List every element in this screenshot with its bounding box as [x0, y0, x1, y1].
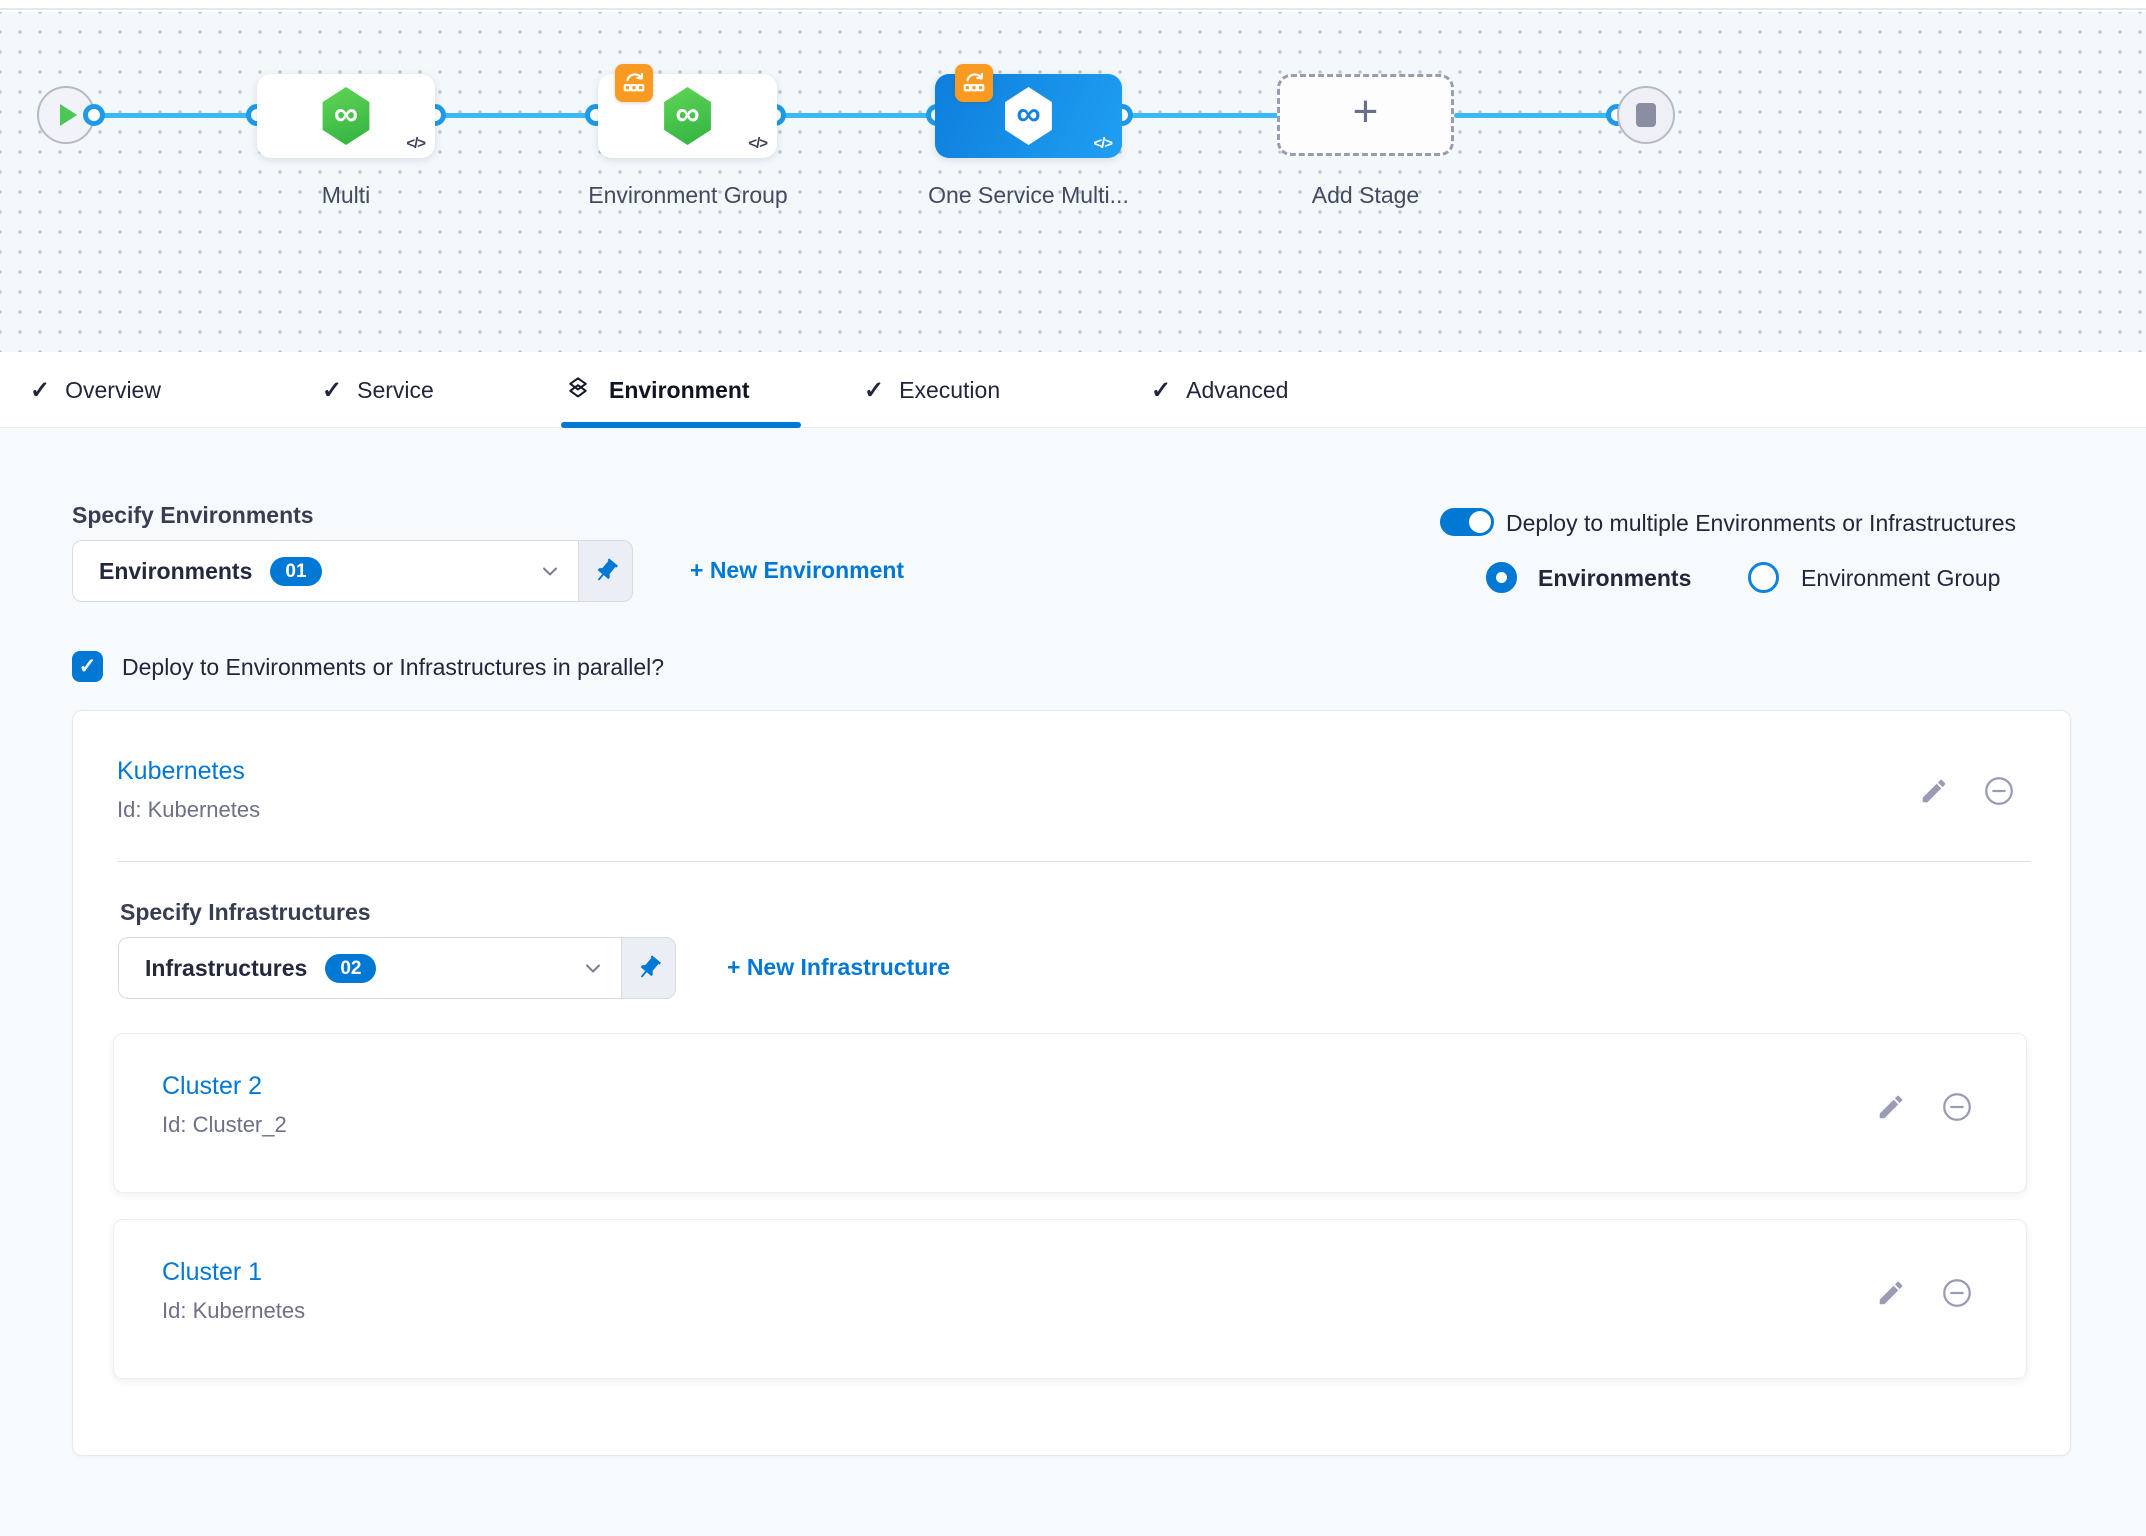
pipeline-connector — [1122, 113, 1283, 118]
card-divider — [117, 861, 2031, 862]
remove-infrastructure-button[interactable] — [1939, 1089, 1975, 1125]
tab-label: Overview — [65, 376, 161, 403]
rolling-deployment-icon — [955, 64, 993, 102]
new-infrastructure-link[interactable]: + New Infrastructure — [727, 954, 951, 980]
active-tab-underline — [561, 422, 801, 428]
minus-circle-icon — [1985, 777, 2013, 805]
specify-infrastructures-label: Specify Infrastructures — [120, 899, 371, 925]
infrastructures-select[interactable]: Infrastructures 02 — [118, 937, 621, 999]
infinity-glyph: ∞ — [675, 95, 700, 133]
minus-circle-icon — [1943, 1279, 1971, 1307]
pipeline-canvas[interactable]: ∞ </> ∞ </> ∞ </> — [0, 12, 2146, 352]
radio-environments[interactable] — [1486, 562, 1517, 593]
check-icon: ✓ — [30, 376, 51, 404]
deploy-multiple-toggle[interactable] — [1440, 508, 1494, 536]
chevron-down-icon — [538, 559, 562, 583]
infinity-glyph: ∞ — [333, 95, 359, 133]
code-icon: </> — [406, 135, 426, 152]
edit-infrastructure-button[interactable] — [1873, 1275, 1909, 1311]
pencil-icon — [1879, 1281, 1903, 1305]
connector-port[interactable] — [83, 104, 105, 126]
pipeline-connector — [94, 113, 257, 118]
pipeline-connector — [775, 113, 937, 118]
count-badge: 02 — [325, 953, 377, 983]
play-icon — [60, 104, 77, 126]
pin-button[interactable] — [578, 540, 633, 602]
new-environment-link[interactable]: + New Environment — [690, 557, 905, 583]
add-stage-button[interactable]: + — [1277, 74, 1454, 156]
remove-infrastructure-button[interactable] — [1939, 1275, 1975, 1311]
tab-environment[interactable]: Environment — [562, 352, 750, 428]
check-icon: ✓ — [1151, 376, 1172, 404]
environment-id-text: Id: Kubernetes — [117, 797, 261, 822]
tab-advanced[interactable]: ✓ Advanced — [1151, 352, 1288, 428]
code-icon: </> — [1093, 135, 1113, 152]
infrastructure-card: Cluster 2 Id: Cluster_2 — [113, 1033, 2027, 1193]
tab-label: Environment — [609, 376, 750, 403]
plus-icon: + — [1352, 87, 1379, 136]
infrastructure-id-text: Id: Cluster_2 — [162, 1112, 287, 1137]
stage-node-multi[interactable]: ∞ </> — [257, 74, 435, 158]
rolling-deployment-icon — [615, 64, 653, 102]
minus-circle-icon — [1943, 1093, 1971, 1121]
radio-environment-group-label: Environment Group — [1801, 565, 2001, 591]
radio-environments-label: Environments — [1538, 565, 1692, 591]
environment-layers-icon — [562, 374, 594, 406]
environments-select[interactable]: Environments 01 — [72, 540, 578, 602]
infrastructure-name-link[interactable]: Cluster 1 — [162, 1258, 263, 1286]
infrastructure-id-text: Id: Kubernetes — [162, 1298, 306, 1323]
pencil-icon — [1879, 1095, 1903, 1119]
pushpin-icon — [597, 558, 618, 581]
pipeline-end-node[interactable] — [1617, 86, 1675, 144]
tab-label: Service — [357, 376, 434, 403]
service-hexagon-icon: ∞ — [1005, 87, 1052, 145]
deploy-multiple-toggle-label: Deploy to multiple Environments or Infra… — [1506, 510, 2017, 536]
tab-service[interactable]: ✓ Service — [322, 352, 434, 428]
pin-button[interactable] — [621, 937, 676, 999]
check-icon: ✓ — [864, 376, 885, 404]
pipeline-connector — [435, 113, 596, 118]
check-icon: ✓ — [322, 376, 343, 404]
remove-environment-button[interactable] — [1981, 773, 2017, 809]
infrastructures-select-group: Infrastructures 02 — [118, 937, 676, 999]
select-value: Environments — [99, 557, 253, 584]
tab-overview[interactable]: ✓ Overview — [30, 352, 161, 428]
tab-label: Execution — [899, 376, 1001, 403]
pipeline-connector — [1454, 113, 1617, 118]
stage-label: Add Stage — [1311, 182, 1420, 208]
service-hexagon-icon: ∞ — [664, 87, 711, 145]
environment-card-kubernetes: Kubernetes Id: Kubernetes Specify Infras… — [72, 710, 2071, 1456]
chevron-down-icon — [581, 956, 605, 980]
service-hexagon-icon: ∞ — [322, 87, 370, 145]
environments-select-group: Environments 01 — [72, 540, 633, 602]
radio-environment-group[interactable] — [1748, 562, 1779, 593]
infrastructure-card: Cluster 1 Id: Kubernetes — [113, 1219, 2027, 1379]
parallel-checkbox[interactable]: ✓ — [72, 651, 103, 682]
infrastructure-name-link[interactable]: Cluster 2 — [162, 1072, 263, 1100]
count-badge: 01 — [270, 556, 322, 586]
infinity-glyph: ∞ — [1016, 95, 1041, 133]
select-value: Infrastructures — [145, 954, 308, 981]
toggle-knob — [1469, 511, 1491, 533]
pushpin-icon — [640, 955, 661, 978]
stage-tabbar: ✓ Overview ✓ Service Environment ✓ Execu… — [0, 352, 2146, 428]
edit-infrastructure-button[interactable] — [1873, 1089, 1909, 1125]
check-icon: ✓ — [78, 655, 97, 678]
stage-label: Multi — [321, 182, 371, 208]
specify-environments-label: Specify Environments — [72, 502, 314, 528]
top-divider — [0, 0, 2146, 10]
parallel-checkbox-label: Deploy to Environments or Infrastructure… — [122, 654, 665, 680]
pencil-icon — [1922, 779, 1946, 803]
environment-name-link[interactable]: Kubernetes — [117, 757, 245, 785]
tab-execution[interactable]: ✓ Execution — [864, 352, 1000, 428]
stage-label: Environment Group — [588, 182, 788, 208]
code-icon: </> — [748, 135, 768, 152]
stop-icon — [1636, 103, 1656, 127]
edit-environment-button[interactable] — [1916, 773, 1952, 809]
stage-label: One Service Multi... — [928, 182, 1129, 208]
tab-label: Advanced — [1186, 376, 1289, 403]
